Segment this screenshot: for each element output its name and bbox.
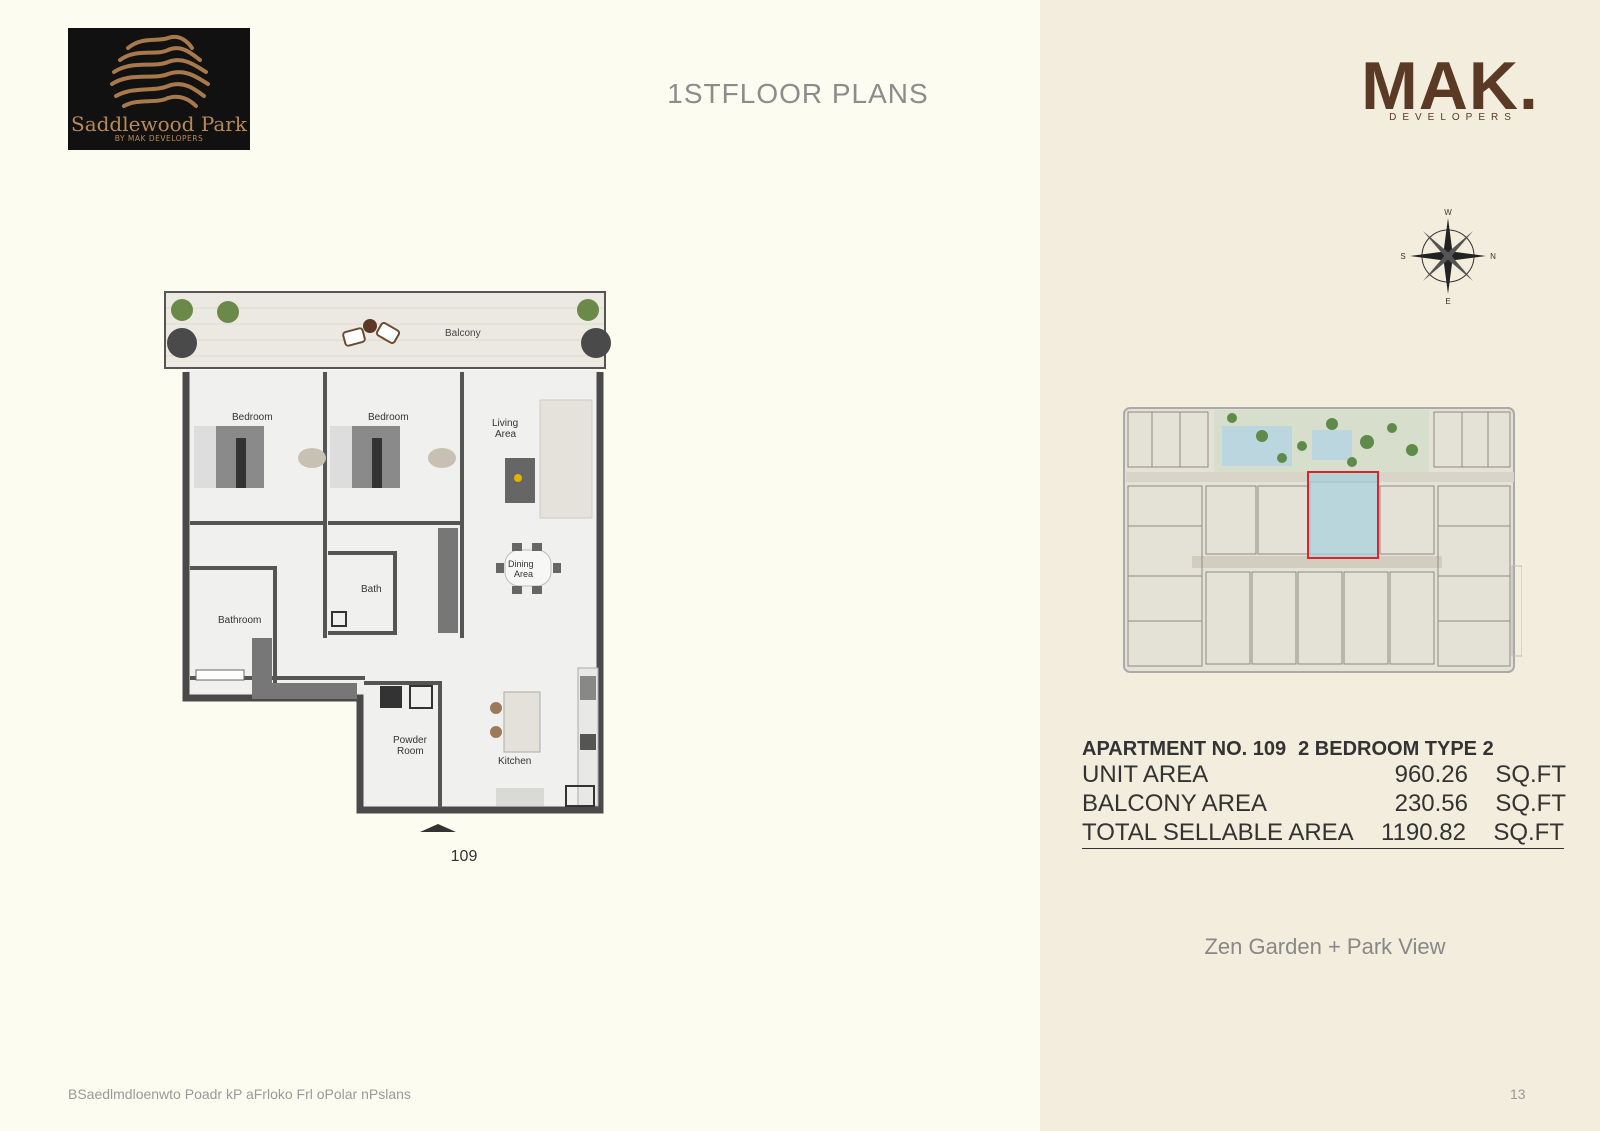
area-label: UNIT AREA [1082, 761, 1209, 788]
compass-west: W [1444, 208, 1452, 217]
area-value: 960.26 [1394, 761, 1468, 788]
room-label-powder-2: Room [397, 746, 424, 757]
room-label-dining-2: Area [514, 569, 533, 579]
planter-right [581, 328, 611, 358]
area-unit: SQ.FT [1493, 819, 1564, 846]
page-title: 1STFLOOR PLANS [667, 78, 929, 109]
apartment-info: APARTMENT NO. 109 2 BEDROOM TYPE 2 UNIT A… [1082, 738, 1566, 849]
mak-brand-logo: MAK. [1361, 48, 1539, 124]
room-label-balcony: Balcony [445, 328, 481, 339]
compass-rose-icon: W N E S [1400, 208, 1496, 306]
room-label-bedroom-2: Bedroom [368, 412, 409, 423]
area-unit: SQ.FT [1495, 790, 1566, 817]
area-value: 230.56 [1394, 790, 1468, 817]
key-plan [1123, 407, 1522, 673]
saddlewood-logo: Saddlewood Park BY MAK DEVELOPERS [68, 28, 250, 150]
entrance-arrow-icon [420, 824, 456, 832]
compass-north: N [1490, 252, 1496, 261]
room-label-living-1: Living [492, 418, 518, 429]
room-label-bath: Bath [361, 584, 382, 595]
area-value: 1190.82 [1381, 819, 1466, 846]
area-unit: SQ.FT [1495, 761, 1566, 788]
apartment-type: 2 BEDROOM TYPE 2 [1298, 738, 1494, 760]
footer-text: BSaedlmdloenwto Poadr kP aFrloko Frl oPo… [68, 1086, 411, 1102]
area-label: TOTAL SELLABLE AREA [1082, 819, 1354, 846]
room-label-kitchen: Kitchen [498, 756, 531, 767]
floor-plan: Balcony Bedroom Bedroom Living Area [164, 291, 611, 832]
view-description: Zen Garden + Park View [1204, 934, 1446, 959]
area-row: UNIT AREA 960.26 SQ.FT [1082, 761, 1566, 790]
room-label-living-2: Area [495, 429, 517, 440]
apartment-header: APARTMENT NO. 109 2 BEDROOM TYPE 2 [1082, 738, 1566, 761]
apartment-number: APARTMENT NO. 109 [1082, 738, 1287, 760]
area-label: BALCONY AREA [1082, 790, 1267, 817]
logo-waves-icon [110, 35, 210, 108]
mak-brand-subtitle: DEVELOPERS [1389, 112, 1517, 123]
unit-number: 109 [450, 848, 478, 865]
room-label-bedroom-1: Bedroom [232, 412, 273, 423]
logo-title: Saddlewood Park [71, 112, 247, 136]
page-number: 13 [1510, 1086, 1526, 1102]
room-label-dining-1: Dining [508, 559, 534, 569]
area-row: BALCONY AREA 230.56 SQ.FT [1082, 790, 1566, 819]
planter-left [167, 328, 197, 358]
room-label-bathroom: Bathroom [218, 615, 261, 626]
highlighted-unit [1307, 471, 1379, 559]
room-label-powder-1: Powder [393, 735, 428, 746]
compass-south: S [1400, 252, 1405, 261]
area-row-total: TOTAL SELLABLE AREA 1190.82 SQ.FT [1082, 819, 1564, 849]
logo-subtitle: BY MAK DEVELOPERS [114, 134, 204, 143]
compass-east: E [1445, 297, 1450, 306]
